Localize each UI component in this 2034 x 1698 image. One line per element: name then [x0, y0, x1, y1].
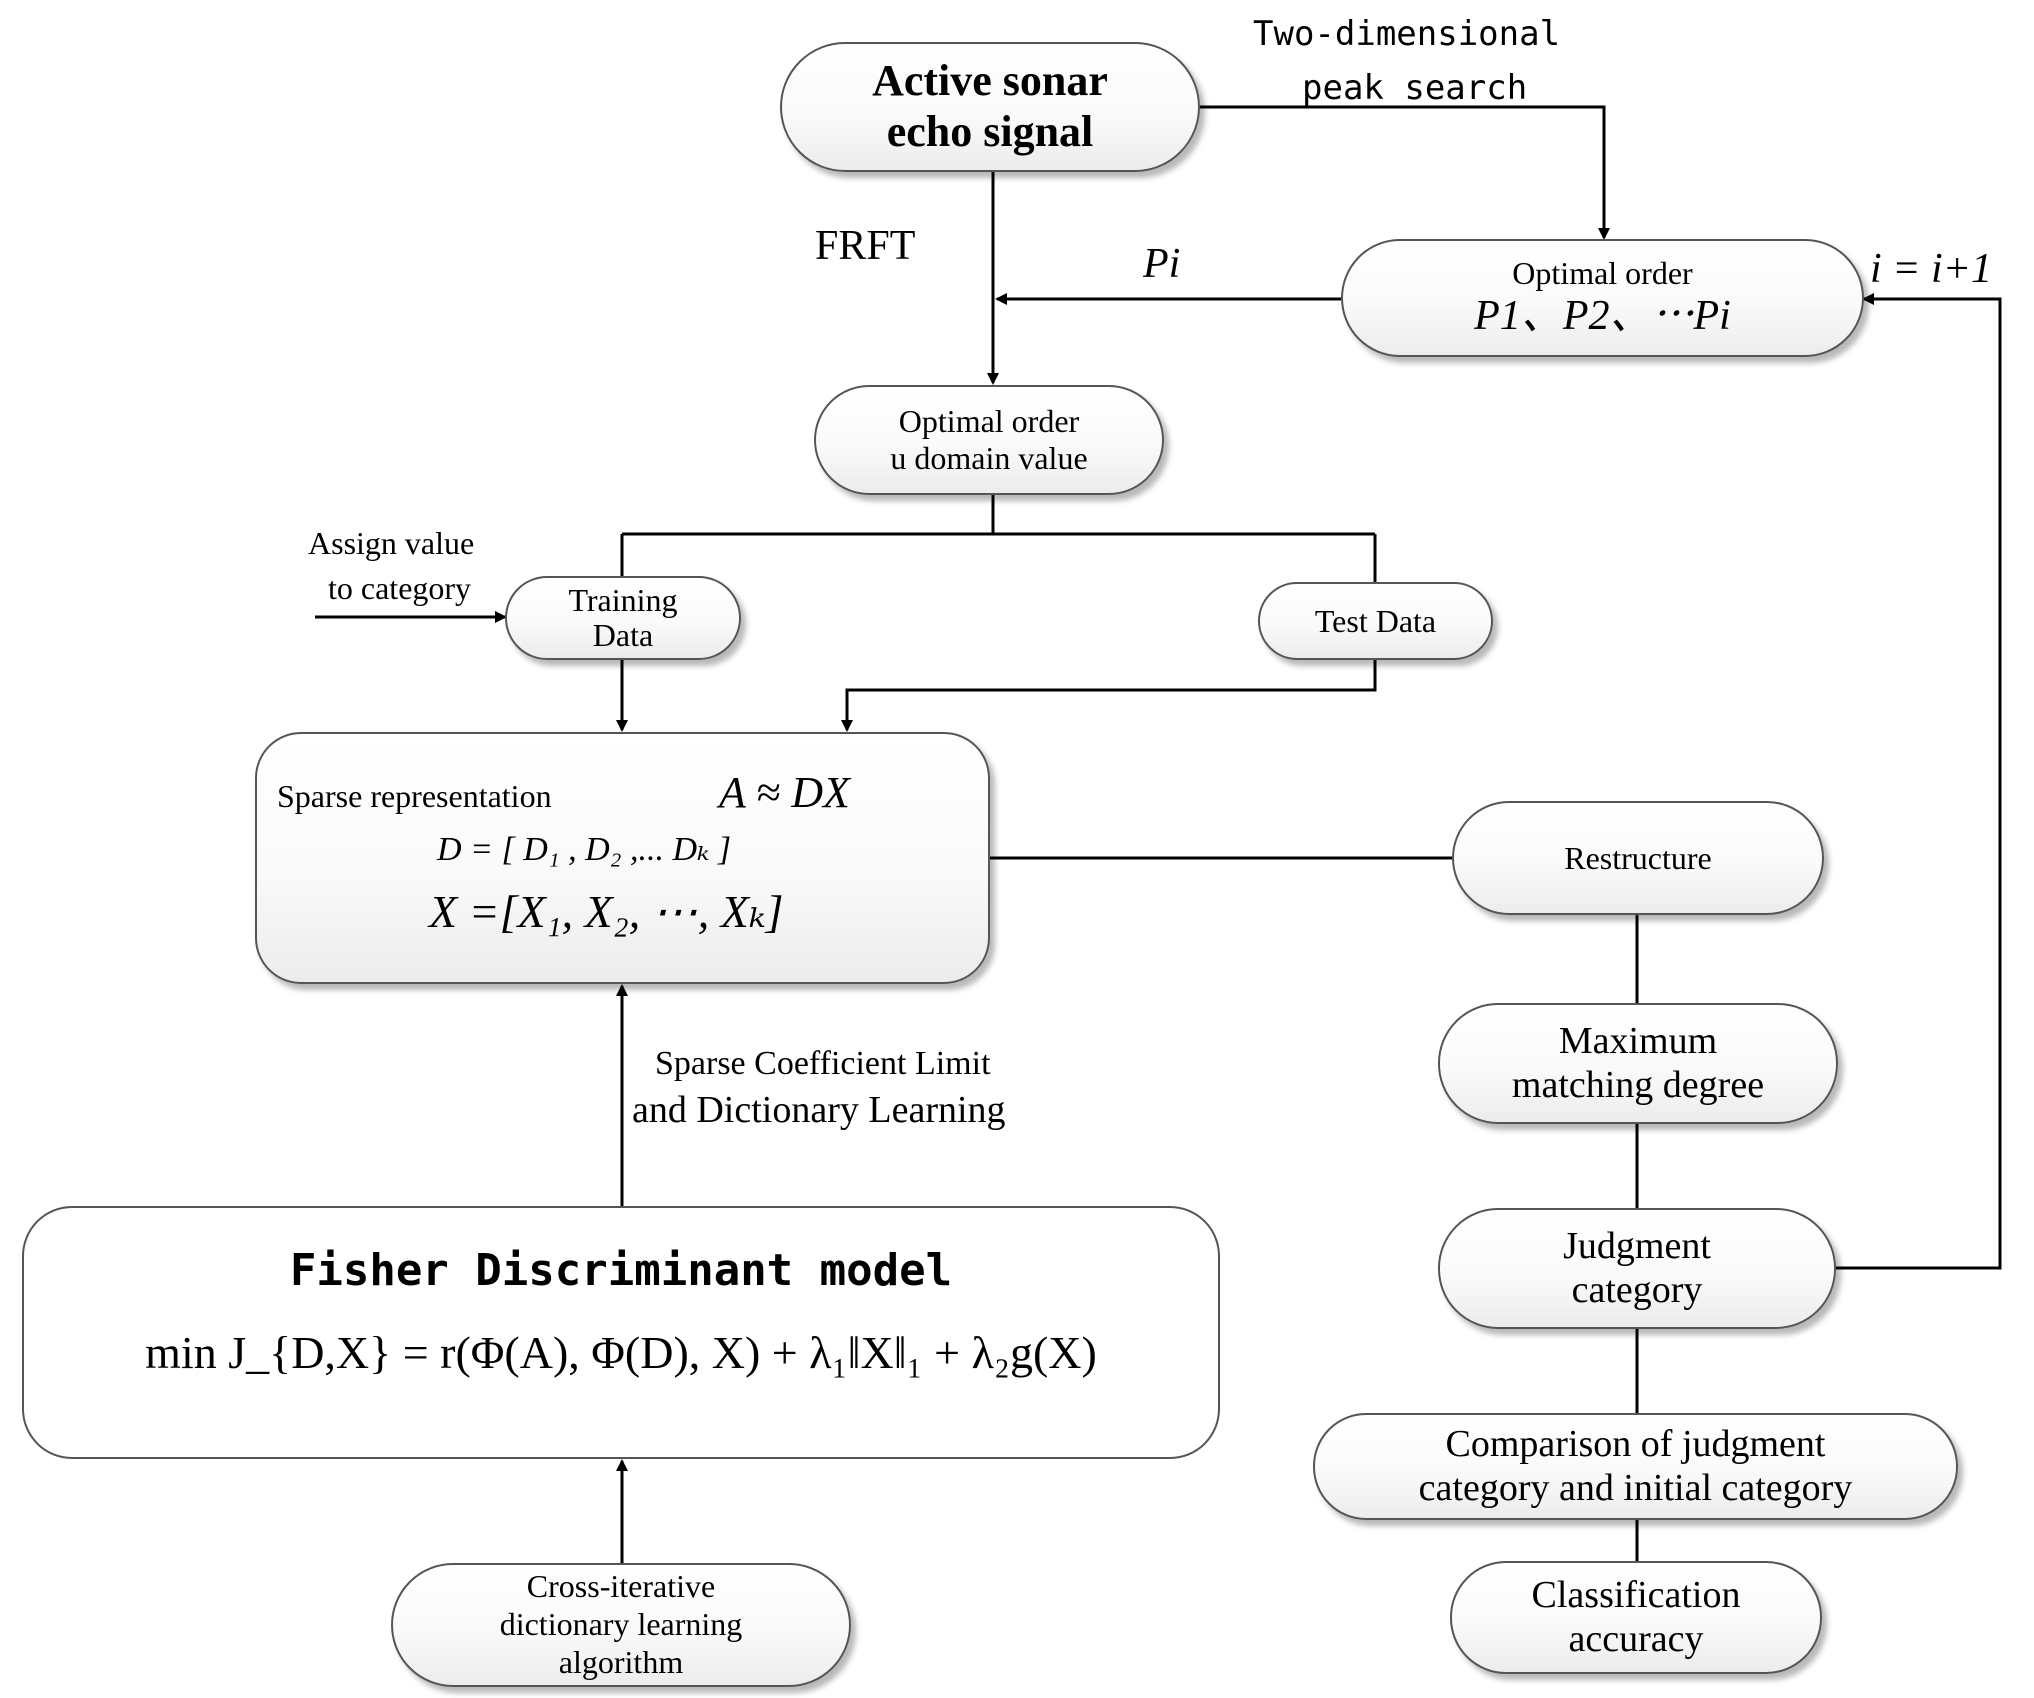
node-sparse-representation: Sparse representation A ≈ DX D = [ D₁ , …: [255, 732, 990, 984]
sparse-title: Sparse representation: [277, 778, 552, 814]
accuracy-line1: Classification: [1531, 1573, 1741, 1616]
node-fisher-model: Fisher Discriminant model min J_{D,X} = …: [22, 1206, 1220, 1459]
fisher-equation: min J_{D,X} = r(Φ(A), Φ(D), X) + λ₁‖X‖₁ …: [145, 1326, 1097, 1378]
optimal-order-line1: Optimal order: [1512, 255, 1693, 292]
label-to-category: to category: [328, 570, 472, 606]
edge-judgment-feedback: [1836, 293, 2002, 1270]
label-peak-search: peak search: [1302, 68, 1528, 108]
node-cross-iterative: Cross-iterative dictionary learning algo…: [391, 1563, 851, 1687]
accuracy-line2: accuracy: [1568, 1617, 1704, 1660]
label-sparse-coefficient: Sparse Coefficient Limit: [655, 1045, 991, 1082]
edge-u-domain-split: [620, 495, 1377, 582]
training-line2: Data: [592, 617, 654, 653]
node-judgment-category: Judgment category: [1438, 1208, 1836, 1329]
node-optimal-order: Optimal order P1、P2、⋯Pi: [1341, 239, 1864, 357]
sparse-eq2: D = [ D₁ , D₂ ,... Dₖ ]: [437, 831, 732, 868]
node-echo-signal: Active sonar echo signal: [780, 42, 1200, 172]
echo-line2: echo signal: [886, 107, 1094, 156]
judgment-line1: Judgment: [1563, 1224, 1711, 1267]
comparison-line1: Comparison of judgment: [1445, 1422, 1826, 1465]
u-domain-line2: u domain value: [890, 440, 1088, 476]
label-i-update: i = i+1: [1870, 246, 1993, 292]
comparison-line2: category and initial category: [1418, 1466, 1853, 1509]
test-line1: Test Data: [1314, 602, 1437, 639]
sparse-eq3: X =[X₁, X₂, ⋯, Xₖ]: [429, 886, 784, 937]
max-match-line1: Maximum: [1558, 1019, 1718, 1062]
cross-line1: Cross-iterative: [526, 1568, 716, 1605]
label-dictionary-learning: and Dictionary Learning: [632, 1089, 1006, 1131]
judgment-line2: category: [1571, 1268, 1703, 1311]
node-test-data: Test Data: [1258, 582, 1493, 660]
fisher-title: Fisher Discriminant model: [289, 1245, 953, 1296]
node-u-domain: Optimal order u domain value: [814, 385, 1164, 495]
u-domain-line1: Optimal order: [898, 403, 1080, 440]
sparse-eq1: A ≈ DX: [719, 768, 850, 817]
restructure-line1: Restructure: [1564, 839, 1712, 876]
node-classification-accuracy: Classification accuracy: [1450, 1561, 1822, 1674]
node-comparison: Comparison of judgment category and init…: [1313, 1413, 1958, 1520]
edge-echo-to-optimal-order: [1200, 105, 1610, 240]
node-restructure: Restructure: [1452, 801, 1824, 915]
node-training-data: Training Data: [505, 576, 741, 660]
node-max-matching: Maximum matching degree: [1438, 1003, 1838, 1124]
max-match-line2: matching degree: [1511, 1063, 1765, 1106]
cross-line2: dictionary learning: [499, 1606, 743, 1643]
label-two-dimensional: Two-dimensional: [1253, 14, 1561, 54]
label-assign-value: Assign value: [308, 525, 475, 561]
label-pi: Pi: [1143, 241, 1181, 287]
cross-line3: algorithm: [558, 1643, 684, 1680]
optimal-order-line2: P1、P2、⋯Pi: [1474, 293, 1731, 340]
training-line1: Training: [568, 581, 678, 618]
label-frft: FRFT: [815, 223, 916, 269]
edge-test-to-sparse: [841, 660, 1377, 732]
echo-line1: Active sonar: [872, 56, 1108, 106]
